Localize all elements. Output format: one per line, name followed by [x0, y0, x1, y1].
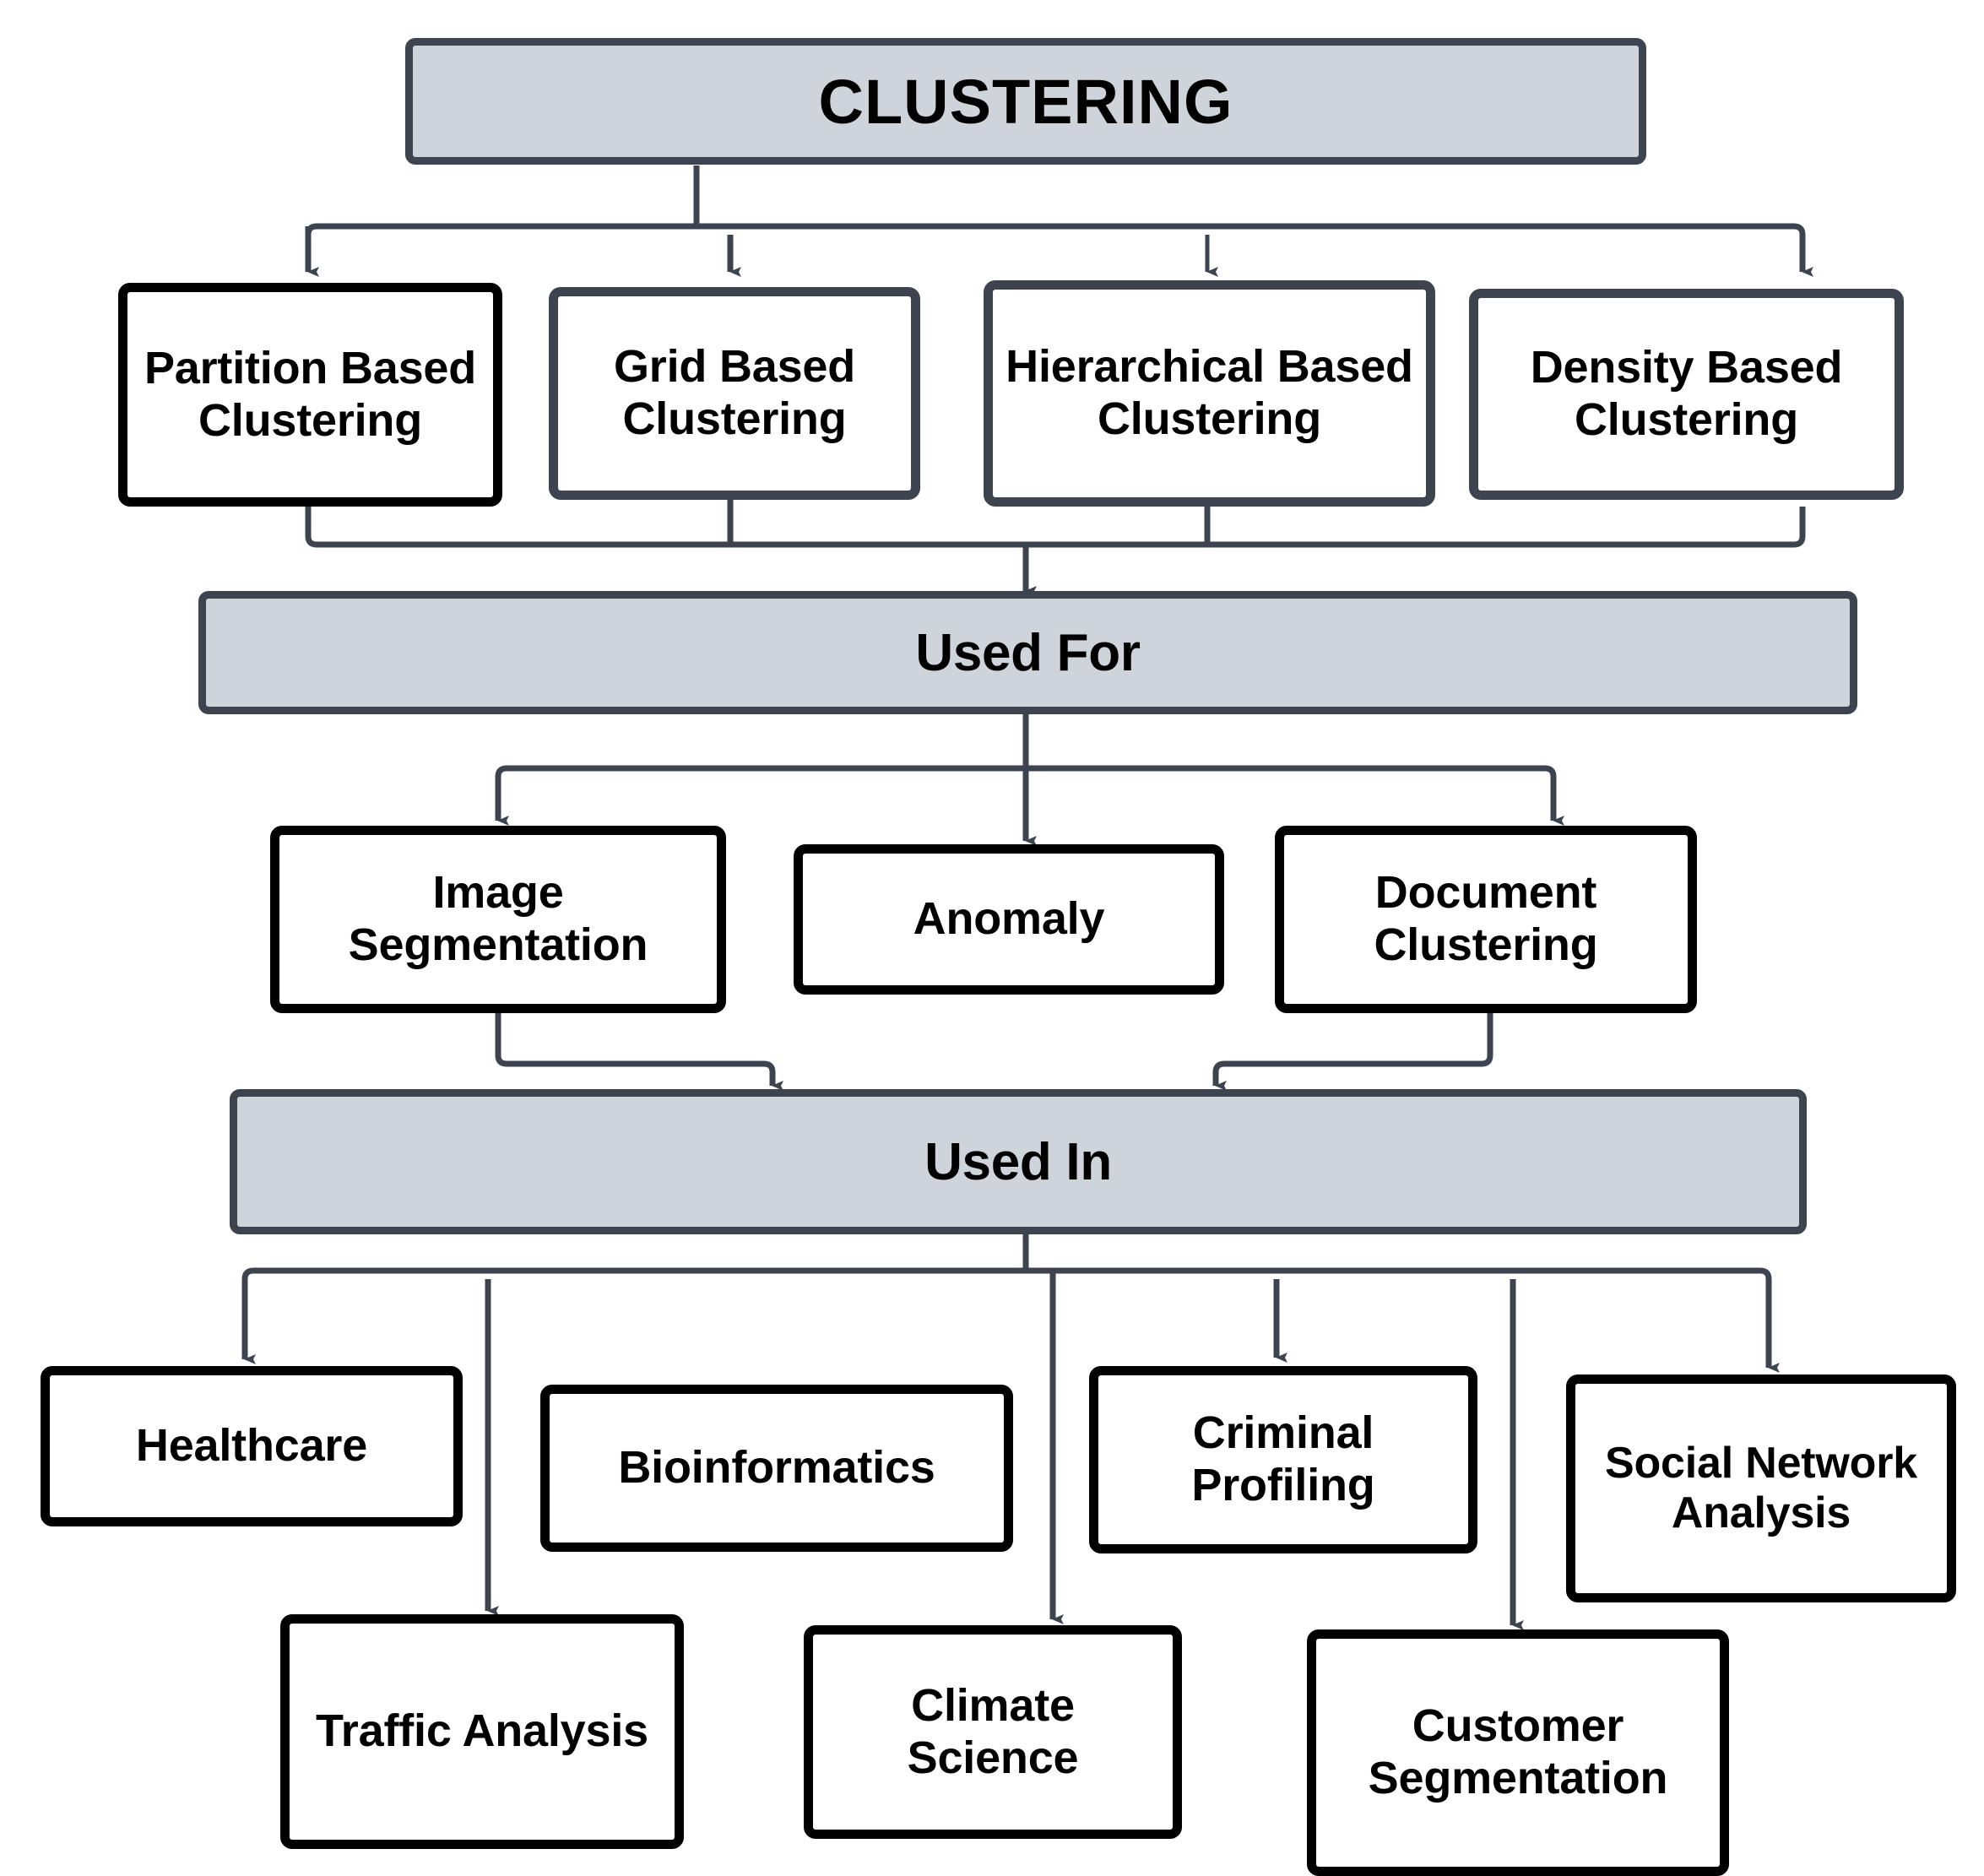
edge-bus-used-for-items	[495, 765, 1557, 778]
node-document-clustering[interactable]: Document Clustering	[1275, 826, 1697, 1013]
node-criminal-profiling[interactable]: Criminal Profiling	[1089, 1366, 1477, 1553]
node-customer-segmentation[interactable]: Customer Segmentation	[1307, 1629, 1729, 1876]
node-healthcare-label: Healthcare	[135, 1420, 368, 1472]
edge-document-to-used-in	[1212, 1013, 1493, 1091]
node-hierarchical-based-clustering-label: Hierarchical Based Clustering	[1006, 341, 1413, 444]
node-clustering[interactable]: CLUSTERING	[405, 38, 1646, 165]
node-document-clustering-label: Document Clustering	[1374, 867, 1598, 970]
edge-partition-down	[305, 507, 317, 548]
node-used-in-label: Used In	[924, 1132, 1112, 1191]
node-grid-based-clustering-label: Grid Based Clustering	[613, 341, 856, 444]
node-used-in[interactable]: Used In	[230, 1089, 1807, 1234]
node-bioinformatics[interactable]: Bioinformatics	[540, 1385, 1013, 1552]
edge-bus-types	[305, 223, 1806, 236]
node-social-network-analysis-label: Social Network Analysis	[1605, 1438, 1917, 1537]
node-customer-segmentation-label: Customer Segmentation	[1368, 1700, 1668, 1803]
edge-bus-used-in	[241, 1267, 1772, 1280]
node-density-based-clustering-label: Density Based Clustering	[1530, 342, 1843, 445]
node-density-based-clustering[interactable]: Density Based Clustering	[1469, 289, 1904, 500]
node-image-segmentation-label: Image Segmentation	[348, 867, 648, 970]
node-partition-based-clustering-label: Partition Based Clustering	[144, 342, 477, 446]
node-used-for[interactable]: Used For	[198, 591, 1857, 714]
node-healthcare[interactable]: Healthcare	[41, 1366, 463, 1526]
node-criminal-profiling-label: Criminal Profiling	[1191, 1407, 1375, 1510]
node-social-network-analysis[interactable]: Social Network Analysis	[1566, 1374, 1956, 1602]
node-bioinformatics-label: Bioinformatics	[618, 1442, 935, 1494]
node-used-for-label: Used For	[915, 623, 1141, 682]
node-climate-science[interactable]: Climate Science	[804, 1625, 1182, 1839]
node-traffic-analysis[interactable]: Traffic Analysis	[280, 1614, 684, 1849]
node-hierarchical-based-clustering[interactable]: Hierarchical Based Clustering	[984, 280, 1435, 507]
node-traffic-analysis-label: Traffic Analysis	[316, 1705, 648, 1757]
node-climate-science-label: Climate Science	[907, 1679, 1079, 1783]
node-anomaly[interactable]: Anomaly	[794, 844, 1224, 995]
node-image-segmentation[interactable]: Image Segmentation	[270, 826, 726, 1013]
node-grid-based-clustering[interactable]: Grid Based Clustering	[549, 287, 920, 500]
node-partition-based-clustering[interactable]: Partition Based Clustering	[118, 283, 502, 507]
edge-image-to-used-in	[495, 1013, 783, 1091]
edge-density-down	[1793, 507, 1806, 548]
node-clustering-label: CLUSTERING	[818, 66, 1233, 137]
node-anomaly-label: Anomaly	[913, 893, 1105, 945]
